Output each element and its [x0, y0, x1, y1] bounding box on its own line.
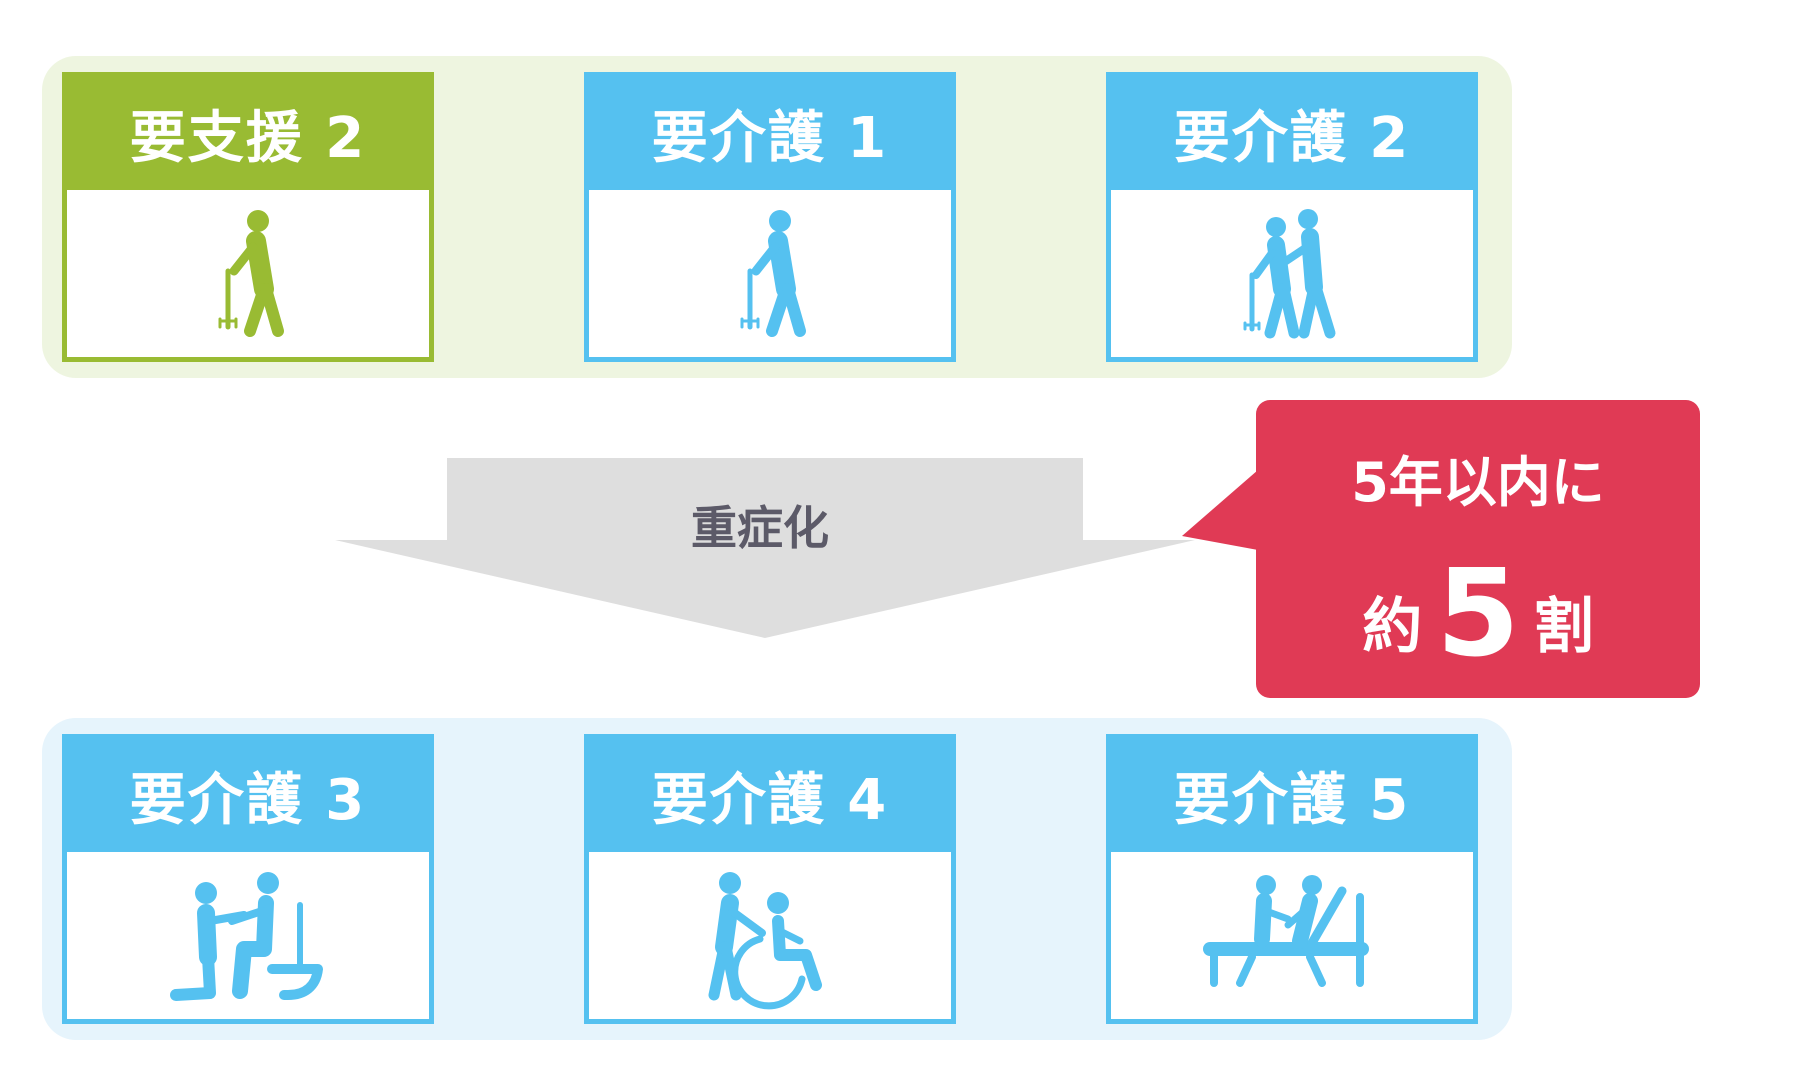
card-title: 要介護 1 — [589, 77, 951, 190]
downward-arrow — [335, 458, 1195, 638]
person-with-cane-icon — [218, 209, 284, 337]
callout-bubble — [1182, 400, 1700, 698]
card-title: 要介護 4 — [589, 739, 951, 852]
bed-assistance-icon — [1203, 874, 1369, 987]
card-title: 要介護 2 — [1111, 77, 1473, 190]
callout-prefix: 約 — [1362, 592, 1423, 662]
card-title: 要介護 5 — [1111, 739, 1473, 852]
wheelchair-assistance-icon — [708, 871, 822, 1009]
arrow-label: 重症化 — [691, 501, 829, 555]
card-care-1: 要介護 1 — [584, 72, 956, 362]
callout-number: 5 — [1436, 545, 1520, 684]
callout-suffix: 割 — [1533, 592, 1594, 662]
person-with-cane-icon — [740, 209, 806, 337]
card-care-3: 要介護 3 — [62, 734, 434, 1024]
card-title: 要介護 3 — [67, 739, 429, 852]
card-care-4: 要介護 4 — [584, 734, 956, 1024]
card-care-5: 要介護 5 — [1106, 734, 1478, 1024]
card-title: 要支援 2 — [67, 77, 429, 190]
card-care-2: 要介護 2 — [1106, 72, 1478, 362]
card-support-2: 要支援 2 — [62, 72, 434, 362]
caregiver-assisting-walk-icon — [1243, 208, 1336, 338]
callout-line-1: 5年以内に — [1351, 451, 1605, 514]
toilet-assistance-icon — [170, 871, 323, 1001]
